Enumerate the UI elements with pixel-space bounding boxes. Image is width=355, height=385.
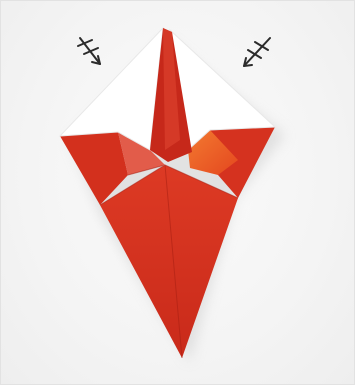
fold-arrow-icon [78,38,100,64]
fold-arrow-icon [244,38,270,66]
left-white-flap [60,28,163,150]
